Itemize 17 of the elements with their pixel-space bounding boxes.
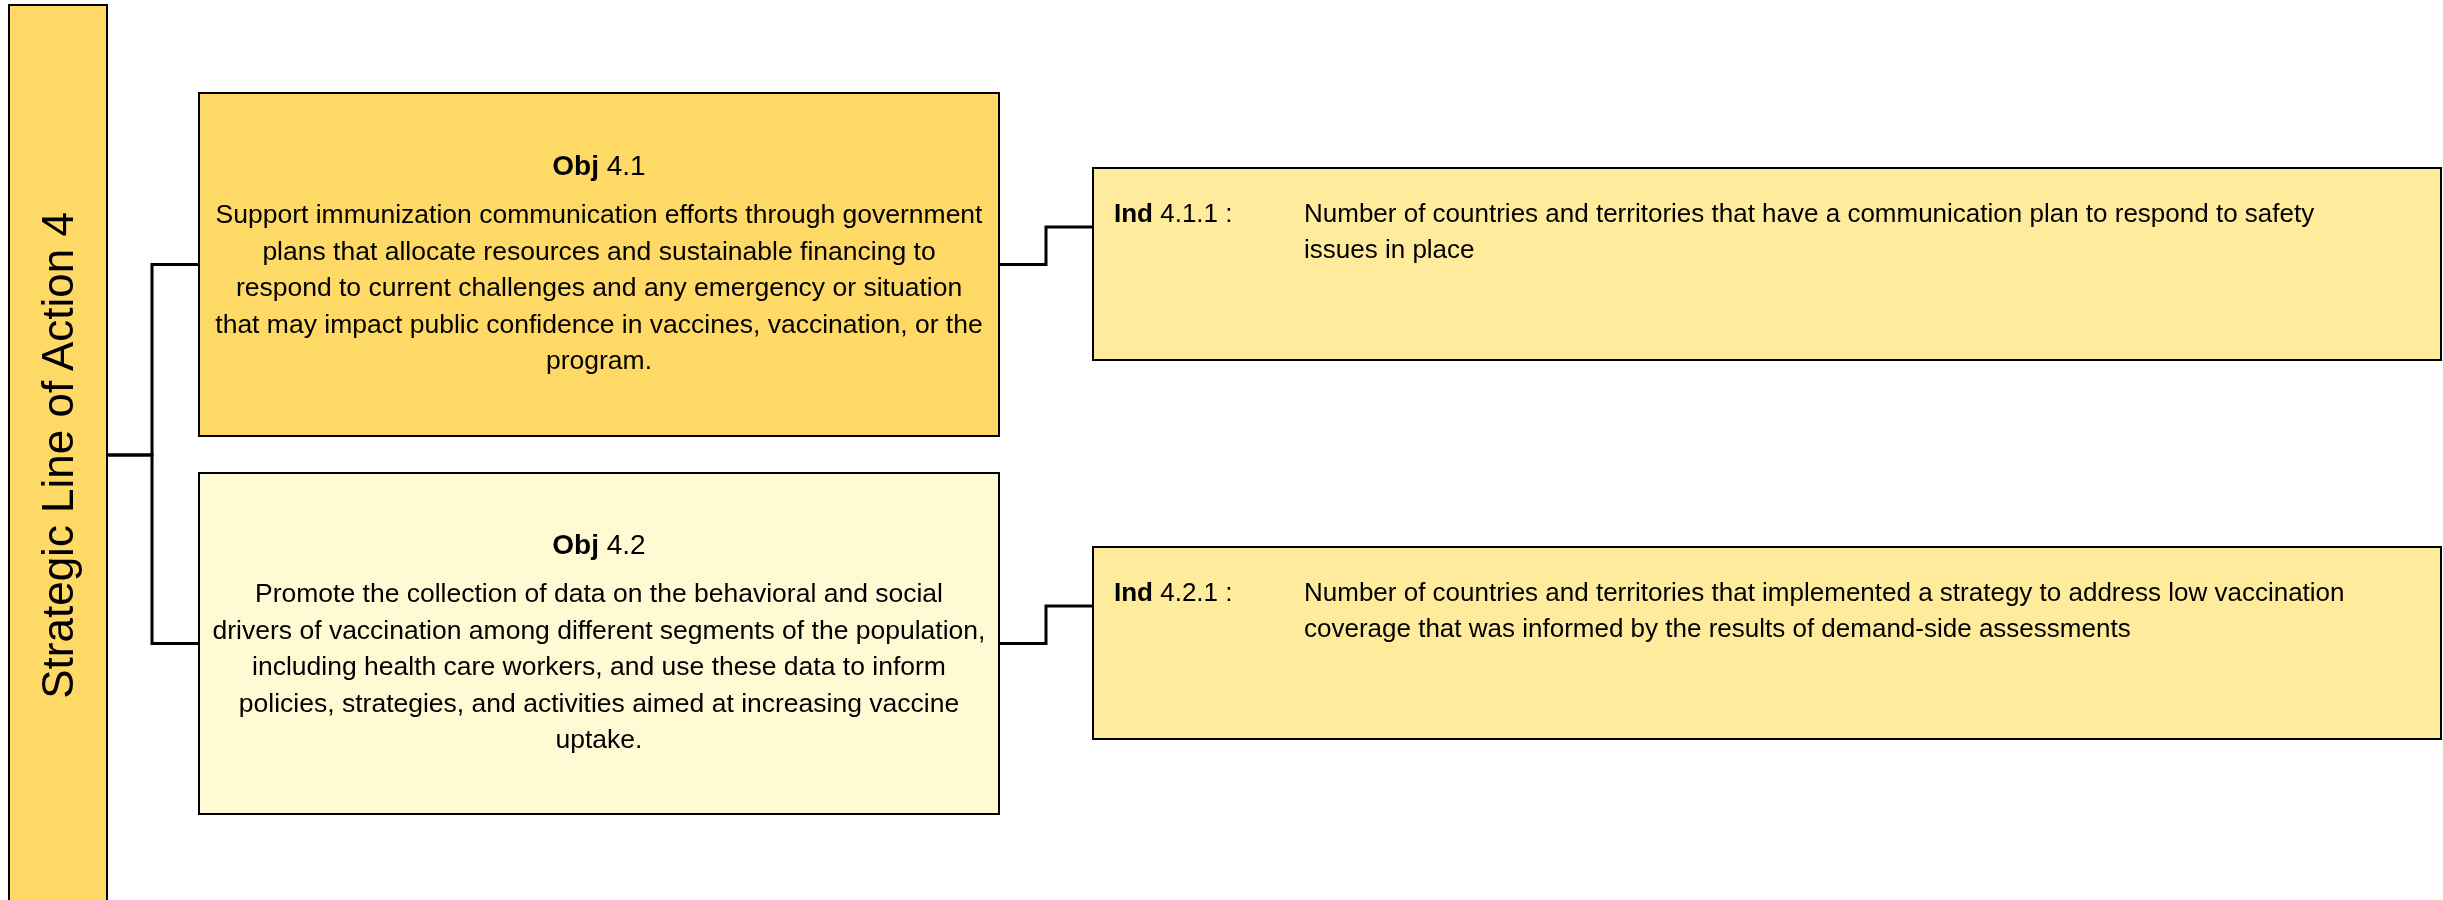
objective-text: Promote the collection of data on the behavioral and social drivers of vaccination among different segments of the population, including health care workers, and use these data to inform policies, strategies, and activities aimed at increasing vaccine uptake. (212, 577, 986, 757)
connector-line (1000, 604, 1092, 645)
objective-text: Support immunization communication efforts through government plans that allocate resources and sustainable financing to respond to current challenges and any emergency or situation that may impact public confidence in vaccines, vaccination, or the program. (214, 198, 984, 378)
strategic-line-title: Strategic Line of Action 4 (33, 211, 83, 699)
objective-heading: Obj 4.1 (552, 150, 646, 183)
connector-line (108, 453, 198, 645)
indicator-box (1092, 167, 2442, 361)
indicator-box (1092, 546, 2442, 740)
connector-line (1000, 225, 1092, 266)
indicator-label: Ind 4.2.1 : (1114, 576, 1234, 609)
objective-box (198, 92, 1000, 437)
strategic-line-bar (8, 4, 108, 900)
indicator-text: Number of countries and territories that have a communication plan to respond to safety issues in place (1304, 197, 2316, 267)
objective-heading: Obj 4.2 (552, 529, 646, 562)
indicator-label: Ind 4.1.1 : (1114, 197, 1234, 230)
indicator-text: Number of countries and territories that implemented a strategy to address low vaccination coverage that was informed by the results of demand-side assessments (1304, 576, 2346, 646)
objective-box (198, 472, 1000, 815)
